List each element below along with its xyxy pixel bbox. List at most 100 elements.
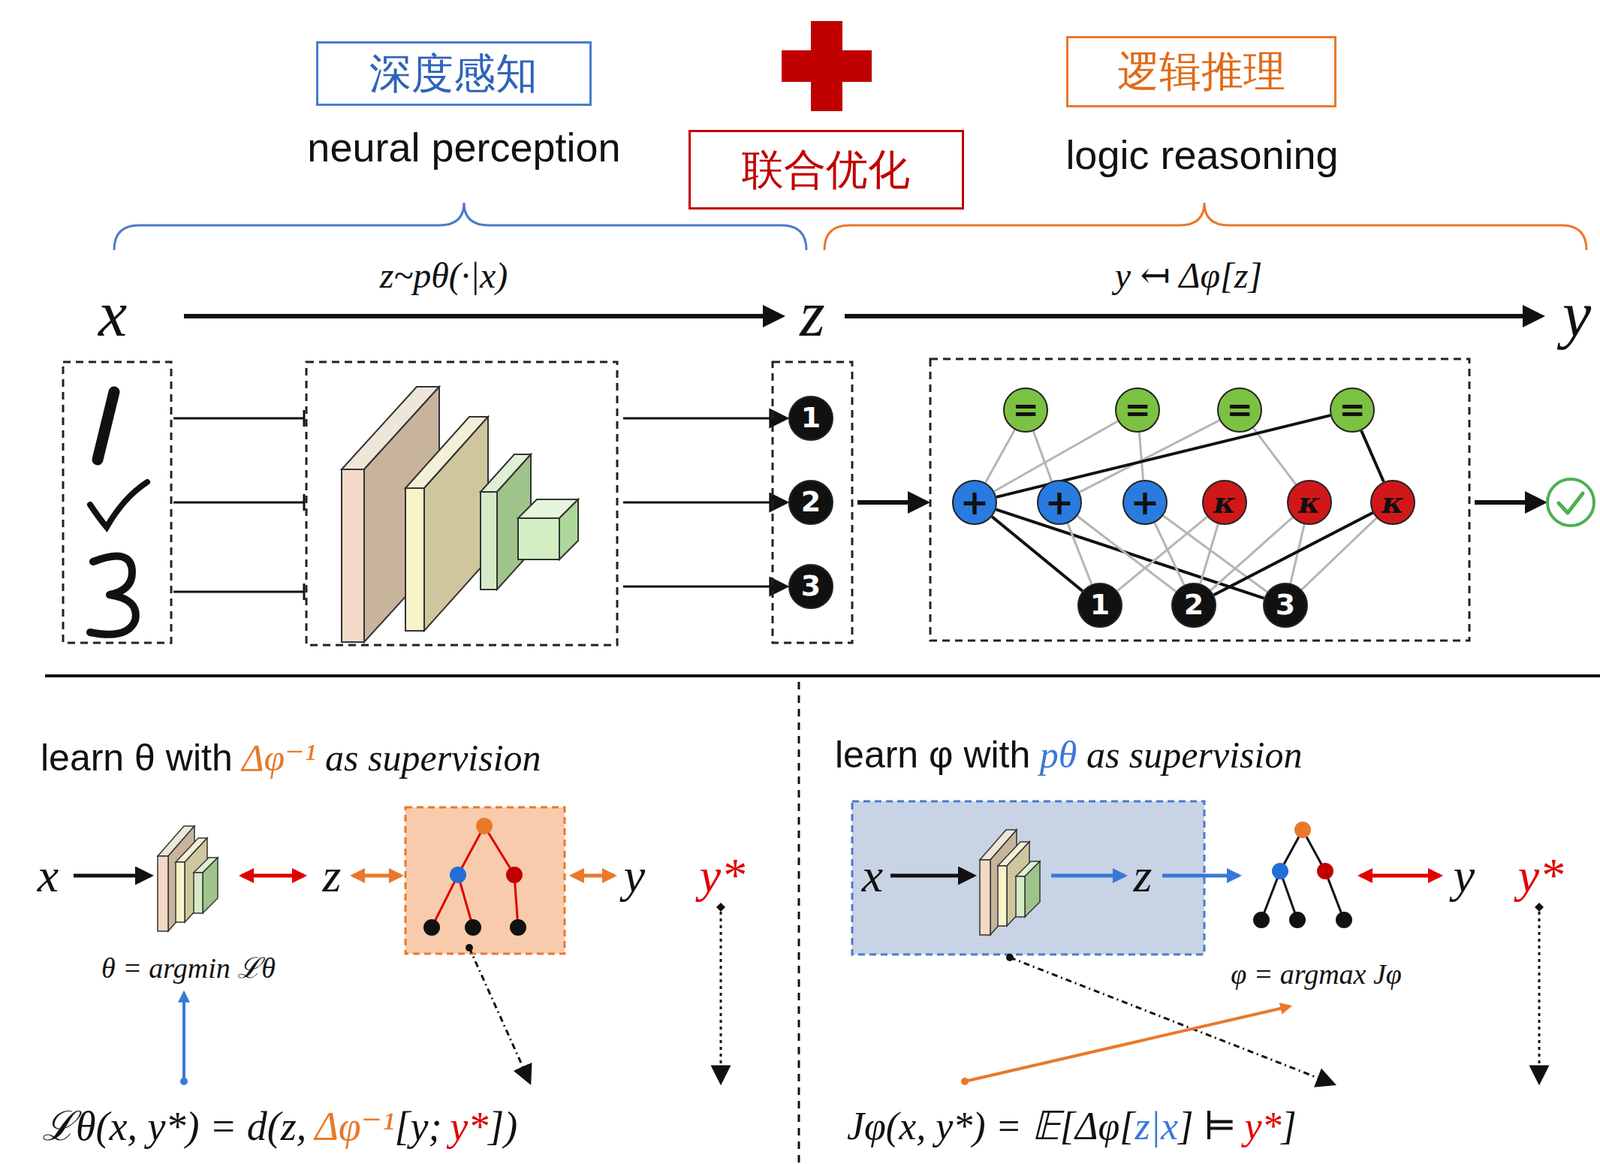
tree-link [1138, 432, 1143, 480]
tree-link [1154, 522, 1185, 585]
tree-link [1117, 516, 1208, 591]
heading-text: as supervision [325, 736, 542, 779]
node-text: = [1226, 392, 1253, 428]
node-text: = [1123, 392, 1151, 428]
formula-part: y* [1244, 1104, 1281, 1148]
label-group: x [861, 847, 883, 904]
title-box: 逻辑推理 [1066, 36, 1337, 108]
formula-label: θ = argmin ℒθ [101, 952, 276, 984]
logic-node: = [1003, 387, 1049, 433]
logic-node: + [952, 479, 998, 525]
label-group: z [799, 277, 825, 352]
label-group: x [98, 277, 127, 352]
tree-link [1253, 427, 1296, 485]
node-text: 逻辑推理 [1117, 48, 1286, 95]
variable-label: x [861, 848, 883, 902]
formula-part: ] [1281, 1104, 1297, 1148]
node-text: 3 [801, 570, 821, 603]
node-text: + [1045, 483, 1075, 522]
node-text: 联合优化 [741, 146, 910, 193]
label-group: z [1133, 847, 1153, 904]
formula-part: ℒθ(x, y*) = d(z, [42, 1103, 307, 1149]
logic-node: + [1122, 479, 1168, 525]
formula-label: z~pθ(·|x) [379, 255, 509, 296]
tree-link [1067, 523, 1092, 585]
node-text: 3 [1275, 589, 1296, 621]
label-group: y [1562, 277, 1591, 352]
formula-part: z|x [1135, 1104, 1179, 1148]
label-group: y [1453, 847, 1475, 904]
label-group: y* [1518, 847, 1564, 904]
label-group: Jφ(x, y*) = 𝔼[Δφ[z|x] ⊨y*] [846, 1103, 1297, 1149]
formula-part: [y; [394, 1103, 442, 1149]
heading-symbol: Δφ⁻¹ [241, 736, 316, 779]
formula-part: y* [449, 1103, 489, 1149]
section-label: neural perception [307, 124, 621, 170]
variable-label: z [322, 848, 342, 902]
symbol-circle: 1 [1077, 582, 1123, 628]
label-group: z [322, 847, 342, 904]
logic-node: + [1036, 479, 1082, 525]
label-group: ℒθ(x, y*) = d(z,Δφ⁻¹[y;y*]) [42, 1102, 518, 1150]
node-text: κ [1213, 485, 1236, 519]
label-group: x [37, 847, 59, 904]
formula-part: Jφ(x, y*) = 𝔼[Δφ[ [846, 1104, 1136, 1148]
label-group: y [623, 847, 645, 904]
tree-link [1210, 517, 1293, 591]
symbol-circle: 2 [788, 479, 834, 525]
title-box: 深度感知 [316, 41, 592, 106]
node-text: = [1012, 392, 1039, 428]
node-text: 2 [1184, 589, 1204, 621]
variable-label: z [1133, 848, 1153, 902]
variable-label: y [623, 848, 645, 902]
variable-label: x [98, 277, 127, 350]
symbol-circle: 3 [1262, 582, 1308, 628]
logic-node: = [1114, 387, 1161, 433]
logic-node: κ [1370, 479, 1416, 525]
logic-node: κ [1286, 479, 1332, 525]
logic-node: κ [1202, 479, 1248, 525]
label-group: learn θ withΔφ⁻¹as supervision [40, 736, 542, 781]
tree-link [1214, 512, 1374, 595]
formula-label: φ = argmax Jφ [1230, 958, 1402, 990]
tree-link [1033, 430, 1052, 482]
heading-symbol: pθ [1039, 733, 1078, 776]
symbol-circle: 2 [1171, 582, 1217, 628]
label-group: logic reasoning [1065, 131, 1338, 179]
symbol-circle: 3 [788, 563, 834, 609]
node-text: + [960, 483, 990, 522]
variable-label: y* [1518, 848, 1564, 902]
heading-text: learn θ with [40, 736, 233, 779]
variable-label: y* [699, 848, 745, 902]
tree-link [1301, 518, 1378, 590]
variable-label: y [1453, 848, 1475, 902]
symbol-circle: 1 [788, 395, 834, 441]
label-group: y* [699, 847, 745, 904]
tree-link [1361, 430, 1384, 483]
node-text: 1 [1090, 589, 1110, 621]
variable-label: x [37, 848, 59, 902]
label-group: φ = argmax Jφ [1230, 958, 1402, 992]
label-group: y ↤ Δφ[z] [1114, 254, 1263, 296]
variable-label: y [1562, 277, 1591, 350]
node-text: = [1338, 392, 1365, 428]
label-group: z~pθ(·|x) [379, 254, 509, 296]
heading-text: as supervision [1086, 733, 1303, 776]
node-text: κ [1298, 485, 1321, 519]
node-text: + [1130, 483, 1161, 522]
node-text: 1 [801, 402, 821, 434]
formula-part: ]) [488, 1103, 518, 1149]
tree-link [985, 429, 1016, 483]
logic-node: = [1217, 387, 1263, 433]
node-text: 深度感知 [369, 50, 538, 97]
tree-link [1200, 524, 1219, 585]
label-group: neural perception [307, 123, 621, 172]
node-text: 2 [801, 486, 821, 519]
variable-label: z [799, 277, 825, 350]
formula-label: y ↤ Δφ[z] [1114, 255, 1263, 296]
label-group: θ = argmin ℒθ [101, 952, 276, 986]
logic-node: = [1329, 387, 1375, 433]
heading-text: learn φ with [834, 733, 1031, 776]
title-box: 联合优化 [688, 129, 965, 210]
